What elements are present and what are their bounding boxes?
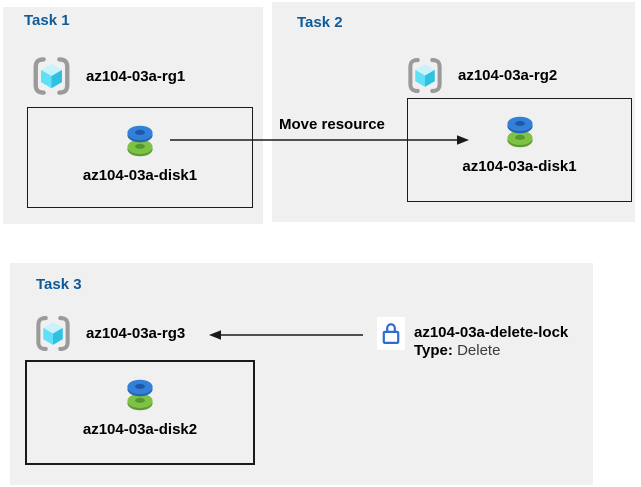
resource-group-icon (33, 57, 70, 95)
task1-panel (3, 7, 263, 224)
delete-lock-type-label: Type: (414, 342, 453, 359)
task3-resource-box: az104-03a-disk2 (25, 360, 255, 465)
task1-title: Task 1 (24, 12, 70, 29)
delete-lock-type-value: Delete (457, 342, 501, 359)
resource-group-icon (36, 316, 70, 351)
delete-lock-text: az104-03a-delete-lock Type: Delete (414, 324, 568, 360)
task1-resource-box: az104-03a-disk1 (27, 107, 253, 208)
resource-group-icon (408, 58, 442, 93)
disk-icon (127, 379, 153, 411)
lock-icon (382, 322, 400, 344)
task2-resource-label: az104-03a-disk1 (462, 158, 577, 175)
task2-title: Task 2 (297, 14, 343, 31)
delete-lock-type-line: Type: Delete (414, 342, 568, 360)
task1-resource-label: az104-03a-disk1 (82, 167, 198, 184)
task3-resource-group-label: az104-03a-rg3 (86, 325, 186, 342)
disk-icon (506, 116, 533, 148)
task1-resource-group: az104-03a-rg1 (30, 55, 185, 97)
move-resource-label: Move resource (279, 116, 385, 133)
task3-title: Task 3 (36, 276, 82, 293)
task3-panel (10, 263, 593, 485)
task2-resource-group-label: az104-03a-rg2 (458, 67, 558, 84)
disk-icon (127, 125, 153, 157)
delete-lock-name: az104-03a-delete-lock (414, 324, 569, 341)
task2-resource-box: az104-03a-disk1 (407, 98, 632, 202)
delete-lock-icon-box (377, 317, 405, 350)
task2-panel (272, 2, 635, 222)
task1-resource-group-label: az104-03a-rg1 (86, 67, 186, 85)
task3-resource-group: az104-03a-rg3 (33, 314, 185, 353)
task2-resource-group: az104-03a-rg2 (405, 56, 557, 95)
task3-resource-label: az104-03a-disk2 (82, 421, 198, 438)
